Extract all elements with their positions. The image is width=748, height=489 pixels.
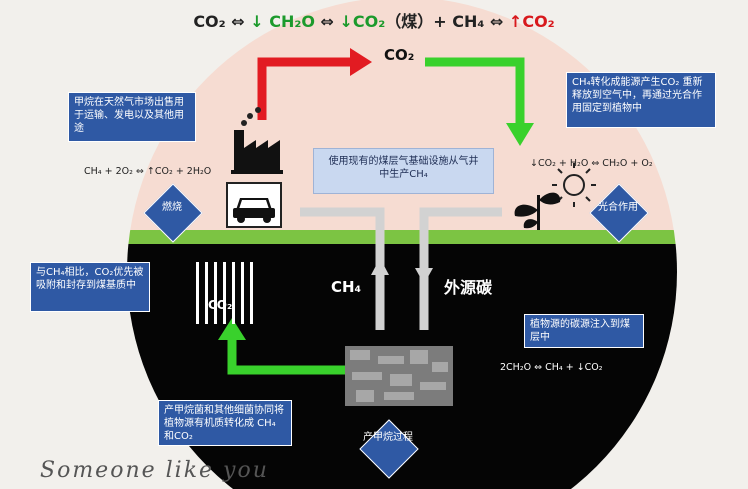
eq-part: ↓CO₂ xyxy=(339,12,386,31)
eq-part: ⇔ xyxy=(314,12,340,31)
co2-in-coal-label: CO₂ xyxy=(208,298,233,312)
co2-bars xyxy=(196,262,253,324)
smoke-icon xyxy=(241,107,261,126)
photosynthesis-diamond: 光合作用 xyxy=(588,182,649,243)
co2-adsorption-box: 与CH₄相比，CO₂优先被吸附和封存到煤基质中 xyxy=(30,262,150,312)
bacteria-box: 产甲烷菌和其他细菌协同将植物源有机质转化成 CH₄ 和CO₂ xyxy=(158,400,292,446)
eq-part: ↓ CH₂O xyxy=(250,12,315,31)
external-carbon-label: 外源碳 xyxy=(444,278,493,297)
handwriting-text: Someone like you xyxy=(40,458,269,483)
eq-part: CO₂ ⇔ xyxy=(193,12,251,31)
methanogenesis-equation: 2CH₂O ⇔ CH₄ + ↓CO₂ xyxy=(500,362,603,373)
diamond-label: 产甲烷过程 xyxy=(363,432,413,443)
cbm-infrastructure-box: 使用现有的煤层气基础设施从气井中生产CH₄ xyxy=(313,148,494,194)
coal-texture xyxy=(350,350,448,402)
pipe-left xyxy=(300,207,385,330)
co2-top-label: CO₂ xyxy=(384,46,415,64)
plant-icon xyxy=(514,192,561,230)
red-arrow-up xyxy=(257,57,352,120)
green-arrowhead-up xyxy=(218,318,246,340)
pipe-right xyxy=(419,207,502,330)
green-arrow-return xyxy=(227,338,345,375)
eq-part: ↑CO₂ xyxy=(508,12,555,31)
diamond-label: 燃烧 xyxy=(162,202,182,213)
pipe-up-arrow xyxy=(371,258,389,275)
green-arrowhead-down xyxy=(506,123,534,146)
pipe-down-arrow xyxy=(415,268,433,284)
diamond-label: 光合作用 xyxy=(598,202,638,213)
car-icon-graphic xyxy=(233,198,275,223)
plant-carbon-inject-box: 植物源的碳源注入到煤层中 xyxy=(524,314,644,348)
factory-icon xyxy=(231,130,283,174)
grass-strip xyxy=(127,230,677,244)
car-icon xyxy=(226,182,282,228)
ch4-label: CH₄ xyxy=(331,278,362,296)
red-arrowhead xyxy=(350,48,372,76)
ch4-energy-box: CH₄转化成能源产生CO₂ 重新释放到空气中，再通过光合作用固定到植物中 xyxy=(566,72,716,128)
combustion-equation: CH₄ + 2O₂ ⇔ ↑CO₂ + 2H₂O xyxy=(84,166,212,177)
eq-part: （煤）+ CH₄ ⇔ xyxy=(385,12,509,31)
methanogenesis-diamond: 产甲烷过程 xyxy=(358,418,419,479)
combustion-diamond: 燃烧 xyxy=(142,182,203,243)
methane-market-box: 甲烷在天然气市场出售用于运输、发电以及其他用途 xyxy=(68,92,196,142)
green-arrow-down xyxy=(425,57,525,125)
top-equation: CO₂ ⇔ ↓ CH₂O ⇔ ↓CO₂（煤）+ CH₄ ⇔ ↑CO₂ xyxy=(0,8,748,32)
photosynthesis-equation: ↓CO₂ + H₂O ⇔ CH₂O + O₂ xyxy=(530,158,653,169)
